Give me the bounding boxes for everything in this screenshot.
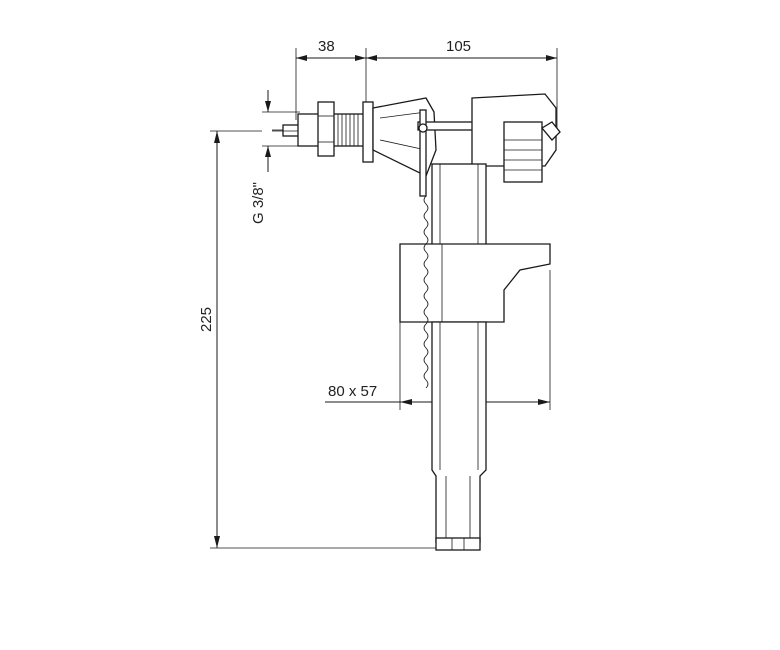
- thread-hatching: [333, 114, 359, 146]
- dim-float-label: 80 x 57: [328, 383, 377, 400]
- dim-225-label: 225: [198, 307, 215, 332]
- height-dimension-lines: [210, 130, 440, 549]
- adjustment-chain: [423, 195, 429, 389]
- top-dimension-lines: [295, 48, 558, 128]
- dim-thread-label: G 3/8": [250, 182, 267, 224]
- dim-38-label: 38: [318, 38, 335, 55]
- dim-105-label: 105: [446, 38, 471, 55]
- fill-valve-drawing: [272, 93, 561, 551]
- thread-dimension-lines: [262, 90, 300, 172]
- cap-ribs: [504, 139, 542, 171]
